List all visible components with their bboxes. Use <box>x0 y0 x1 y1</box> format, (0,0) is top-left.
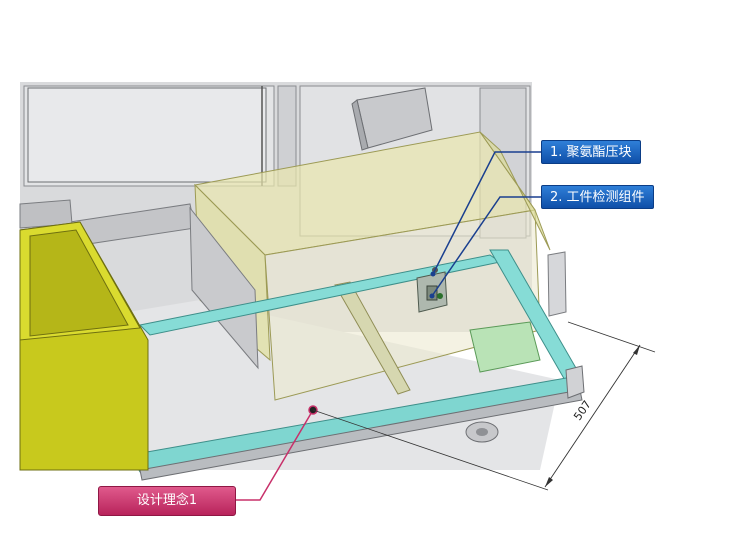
dimension-line <box>544 344 641 488</box>
callout-design-concept: 设计理念1 <box>98 486 236 516</box>
callout-polyurethane-block: 1. 聚氨酯压块 <box>541 140 641 164</box>
leader-line-3 <box>236 409 314 501</box>
callout-sensor-assembly: 2. 工件检测组件 <box>541 185 654 209</box>
upper-left-window <box>27 87 267 183</box>
divider-plate <box>189 206 259 370</box>
leader-line-2 <box>431 196 541 297</box>
leader-line-1 <box>432 151 541 275</box>
